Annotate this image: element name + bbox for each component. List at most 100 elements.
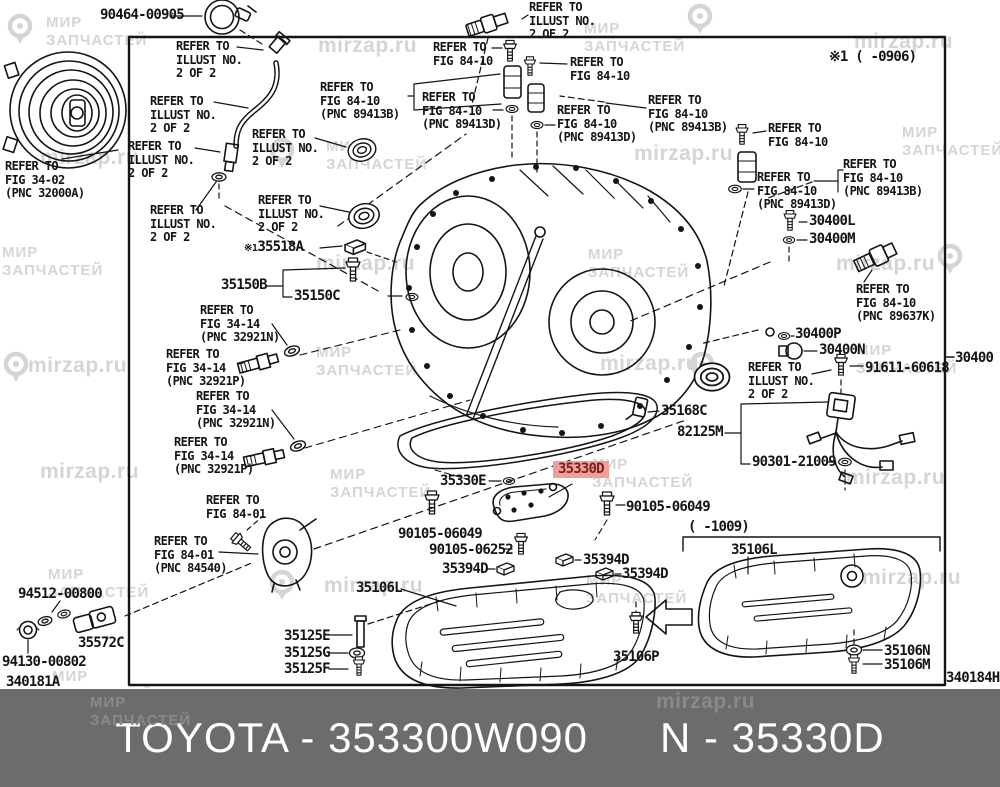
- union-fitting-icon: [236, 352, 280, 374]
- solenoid-icon: [723, 123, 757, 287]
- transmission-wire-drawing: [806, 391, 916, 485]
- bolt-icon: [424, 490, 440, 515]
- oil-pan-rear-drawing: [697, 547, 922, 658]
- oil-seal-icon: [344, 134, 380, 166]
- part-label-90105-06049: 90105-06049: [398, 526, 483, 542]
- ref-fig84-10-pnc89413b-label: REFER TO FIG 84-10 (PNC 89413B): [648, 93, 728, 134]
- ref-fig84-10-pnc89413d-label: REFER TO FIG 84-10 (PNC 89413D): [557, 103, 637, 144]
- watermark-site: mirzap.ru: [28, 354, 128, 377]
- part-label-90464-00905: 90464-00905: [100, 7, 185, 23]
- hose-clamp-drawing: [169, 0, 263, 45]
- ref-illust-label: REFER TO ILLUST NO. 2 OF 2: [150, 203, 217, 244]
- cushion-icon: [595, 567, 614, 581]
- bolt-icon: [513, 532, 529, 555]
- watermark-site: mirzap.ru: [318, 34, 418, 57]
- watermark-brand: МИР ЗАПЧАСТЕЙ: [856, 342, 958, 377]
- watermark-brand: МИР ЗАПЧАСТЕЙ: [902, 124, 1000, 159]
- cushion-icon: [555, 553, 574, 567]
- bolt-icon: [352, 656, 366, 676]
- watermark-site: mirzap.ru: [40, 460, 140, 483]
- ref-illust-label: REFER TO ILLUST NO. 2 OF 2: [176, 39, 243, 80]
- assembly-callout-30400: 30400: [955, 350, 994, 366]
- watermark-brand: МИР ЗАПЧАСТЕЙ: [48, 566, 150, 601]
- part-label-94512-00800: 94512-00800: [18, 586, 103, 602]
- revision-note: ※1 ( -0906): [829, 49, 917, 65]
- part-label-35168c: 35168C: [661, 403, 708, 419]
- ref-fig84-10-pnc89413d-label: REFER TO FIG 84-10 (PNC 89413D): [422, 90, 502, 131]
- ref-illust-label: REFER TO ILLUST NO. 2 OF 2: [258, 193, 325, 234]
- catalog-pnc-code: N - 35330D: [659, 714, 885, 761]
- ref-fig84-10-pnc89413d-label: REFER TO FIG 84-10 (PNC 89413D): [757, 170, 837, 211]
- part-label-35518a: ※135518A: [244, 239, 304, 255]
- bolt-icon: [783, 209, 797, 231]
- ref-illust-label: REFER TO ILLUST NO. 2 OF 2: [748, 360, 815, 401]
- transaxle-housing-drawing: [390, 162, 712, 439]
- ref-illust-label: REFER TO ILLUST NO. 2 OF 2: [128, 139, 195, 180]
- ref-fig84-01-label: REFER TO FIG 84-01: [206, 493, 266, 521]
- speed-sensor-icon: [852, 242, 898, 273]
- ref-fig84-10-pnc89413b-label: REFER TO FIG 84-10 (PNC 89413B): [843, 157, 923, 198]
- bracket-icon: [625, 396, 649, 421]
- title-bar: TOYOTA - 353300W090 N - 35330D: [0, 689, 1000, 787]
- oil-seal-icon: [693, 362, 731, 392]
- ref-fig34-14-pnc32921p-label: REFER TO FIG 34-14 (PNC 32921P): [174, 435, 254, 476]
- watermark-brand: МИР ЗАПЧАСТЕЙ: [2, 244, 104, 279]
- bolt-icon: [599, 491, 615, 516]
- part-label-35150b: 35150B: [221, 277, 268, 293]
- watermark-brand: МИР ЗАПЧАСТЕЙ: [584, 20, 686, 55]
- part-label-35572c: 35572C: [78, 635, 125, 651]
- part-label-35125g: 35125G: [284, 645, 331, 661]
- note-prefix: ※1: [244, 243, 258, 254]
- ref-fig34-14-pnc32921n-label: REFER TO FIG 34-14 (PNC 32921N): [200, 303, 280, 344]
- sheet-code-right: 340184H: [946, 670, 1000, 686]
- bolt-icon: [228, 530, 254, 555]
- part-label-35106p: 35106P: [613, 649, 660, 665]
- sheet-code-left: 340181A: [6, 674, 60, 690]
- nut-icon: [845, 644, 863, 656]
- ref-fig34-02-label: REFER TO FIG 34-02 (PNC 32000A): [5, 159, 85, 200]
- watermark-brand: МИР ЗАПЧАСТЕЙ: [90, 694, 192, 729]
- watermark-brand: МИР ЗАПЧАСТЕЙ: [46, 14, 148, 49]
- part-label-30400m: 30400M: [809, 231, 856, 247]
- o-ring-icon: [837, 457, 853, 467]
- part-label-90105-06049: 90105-06049: [626, 499, 711, 515]
- part-label-35106l: 35106L: [356, 580, 403, 596]
- part-label-35330d-highlighted: 35330D: [553, 461, 609, 478]
- gasket-ring-icon: [777, 332, 791, 340]
- top-sensor-drawing: [465, 12, 509, 37]
- watermark-site: mirzap.ru: [324, 574, 424, 597]
- watermark-brand: МИР ЗАПЧАСТЕЙ: [588, 246, 690, 281]
- oil-strainer-drawing: [492, 482, 569, 523]
- pin-icon: [765, 327, 775, 337]
- watermark-brand: МИР ЗАПЧАСТЕЙ: [592, 456, 694, 491]
- plug-icon: [778, 342, 803, 360]
- catalog-part-number: TOYOTA - 353300W090: [115, 714, 588, 761]
- solenoid-icon: [502, 39, 545, 173]
- oil-seal-icon: [345, 199, 383, 233]
- pan-gasket-drawing: [397, 391, 658, 470]
- part-label-35125e: 35125E: [284, 628, 331, 644]
- pan-applicability-note: ( -1009): [688, 519, 750, 535]
- ref-illust-label: REFER TO ILLUST NO. 2 OF 2: [252, 127, 319, 168]
- washer-icon: [36, 614, 54, 628]
- ref-fig84-10-label: REFER TO FIG 84-10: [570, 55, 630, 83]
- ref-fig34-14-pnc32921n-label: REFER TO FIG 34-14 (PNC 32921N): [196, 389, 276, 430]
- watermark-brand: МИР ЗАПЧАСТЕЙ: [330, 466, 432, 501]
- ref-fig84-10-pnc89637k-label: REFER TO FIG 84-10 (PNC 89637K): [856, 282, 936, 323]
- part-label-35125f: 35125F: [284, 661, 331, 677]
- part-label-35394d: 35394D: [583, 552, 630, 568]
- part-label-30400l: 30400L: [809, 213, 856, 229]
- ref-illust-label: REFER TO ILLUST NO. 2 OF 2: [150, 94, 217, 135]
- watermark-site: mirzap.ru: [634, 142, 734, 165]
- part-label-35150c: 35150C: [294, 288, 341, 304]
- ref-fig84-10-label: REFER TO FIG 84-10: [433, 40, 493, 68]
- oil-pan-front-drawing: [391, 574, 656, 689]
- watermark-site: mirzap.ru: [854, 30, 954, 53]
- part-label-30400p: 30400P: [795, 326, 842, 342]
- ref-illust-label: REFER TO ILLUST NO. 2 OF 2: [529, 0, 596, 41]
- torque-converter-drawing: [2, 51, 127, 169]
- gasket-ring-icon: [782, 235, 796, 245]
- watermark-site: mirzap.ru: [316, 252, 416, 275]
